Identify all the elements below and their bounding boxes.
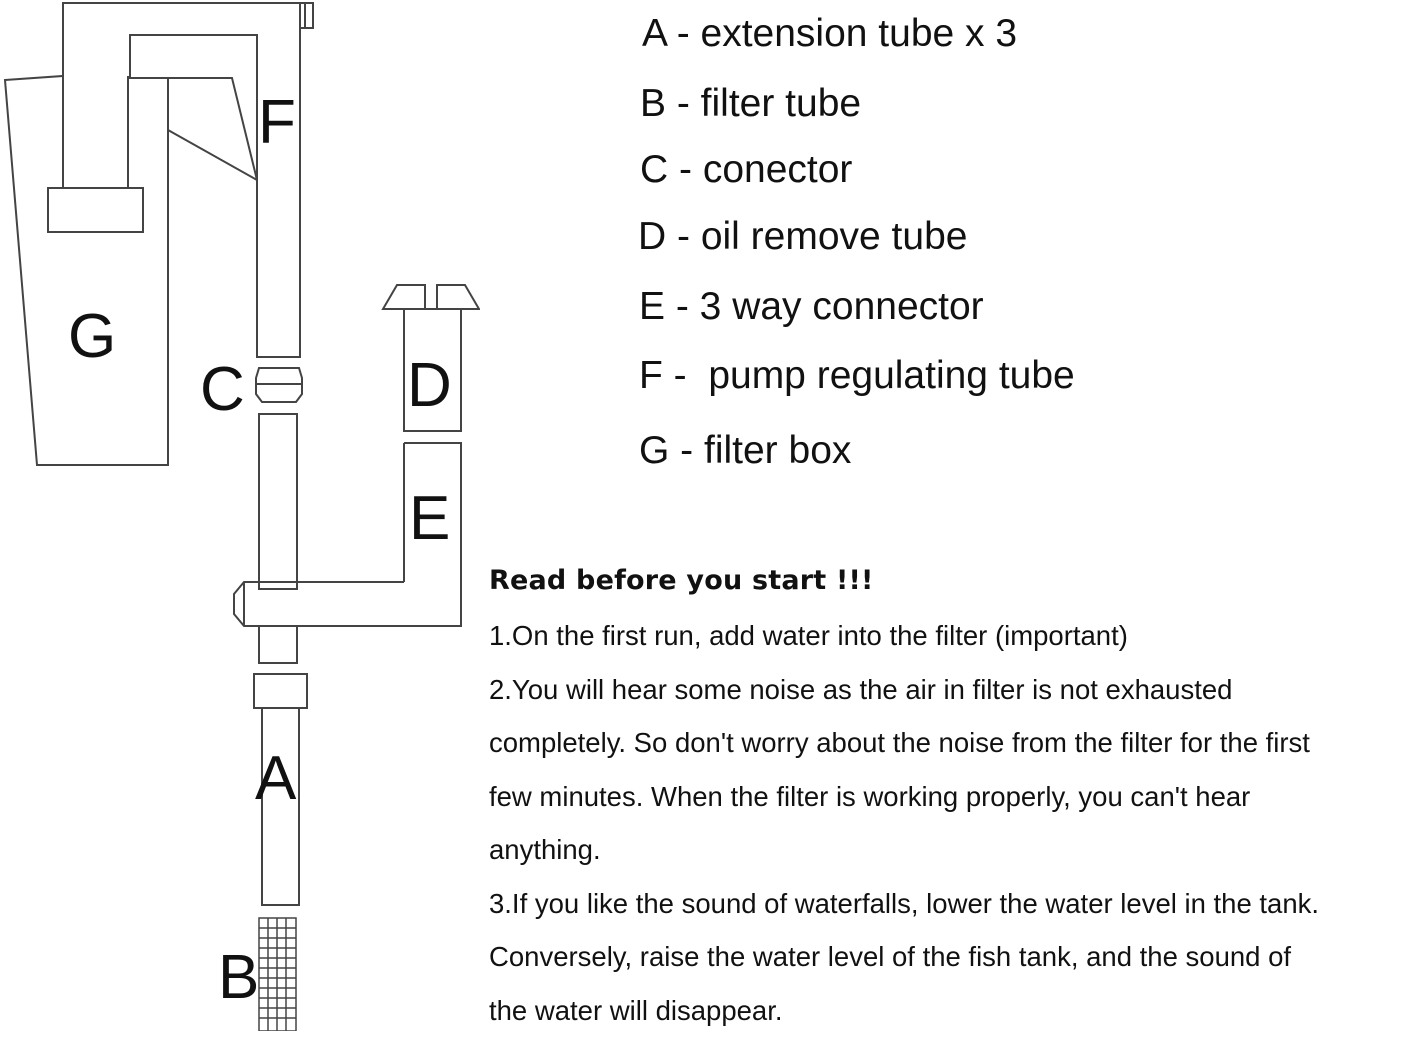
instructions: Read before you start !!! 1.On the first… <box>489 556 1410 1037</box>
instruction-line: few minutes. When the filter is working … <box>489 770 1410 824</box>
legend-item-f: F - pump regulating tube <box>639 356 1075 395</box>
legend-item-d: D - oil remove tube <box>638 217 967 256</box>
filter-tube-b <box>259 918 296 1031</box>
filter-box-g <box>5 76 168 465</box>
legend-item-b: B - filter tube <box>640 84 861 123</box>
label-c: C <box>200 355 245 424</box>
label-b: B <box>218 943 259 1012</box>
three-way-connector-e <box>234 443 461 663</box>
label-e: E <box>409 484 450 553</box>
instruction-line: anything. <box>489 823 1410 877</box>
instruction-line: 1.On the first run, add water into the f… <box>489 609 1410 663</box>
legend-item-g: G - filter box <box>639 431 851 470</box>
legend-item-a: A - extension tube x 3 <box>642 14 1017 53</box>
instruction-line: 2.You will hear some noise as the air in… <box>489 663 1410 717</box>
assembly-diagram: F G C D E A B <box>0 0 480 1031</box>
instruction-line: completely. So don't worry about the noi… <box>489 716 1410 770</box>
label-f: F <box>258 88 296 157</box>
instruction-line: the water will disappear. <box>489 984 1410 1037</box>
label-g: G <box>68 302 116 371</box>
label-a: A <box>255 744 297 813</box>
connector-c <box>256 368 302 402</box>
instructions-heading: Read before you start !!! <box>489 556 1410 609</box>
legend-item-c: C - conector <box>640 150 852 189</box>
label-d: D <box>407 351 452 420</box>
instruction-line: 3.If you like the sound of waterfalls, l… <box>489 877 1410 931</box>
legend-item-e: E - 3 way connector <box>639 287 984 326</box>
joint-tube <box>259 414 297 589</box>
instruction-line: Conversely, raise the water level of the… <box>489 930 1410 984</box>
